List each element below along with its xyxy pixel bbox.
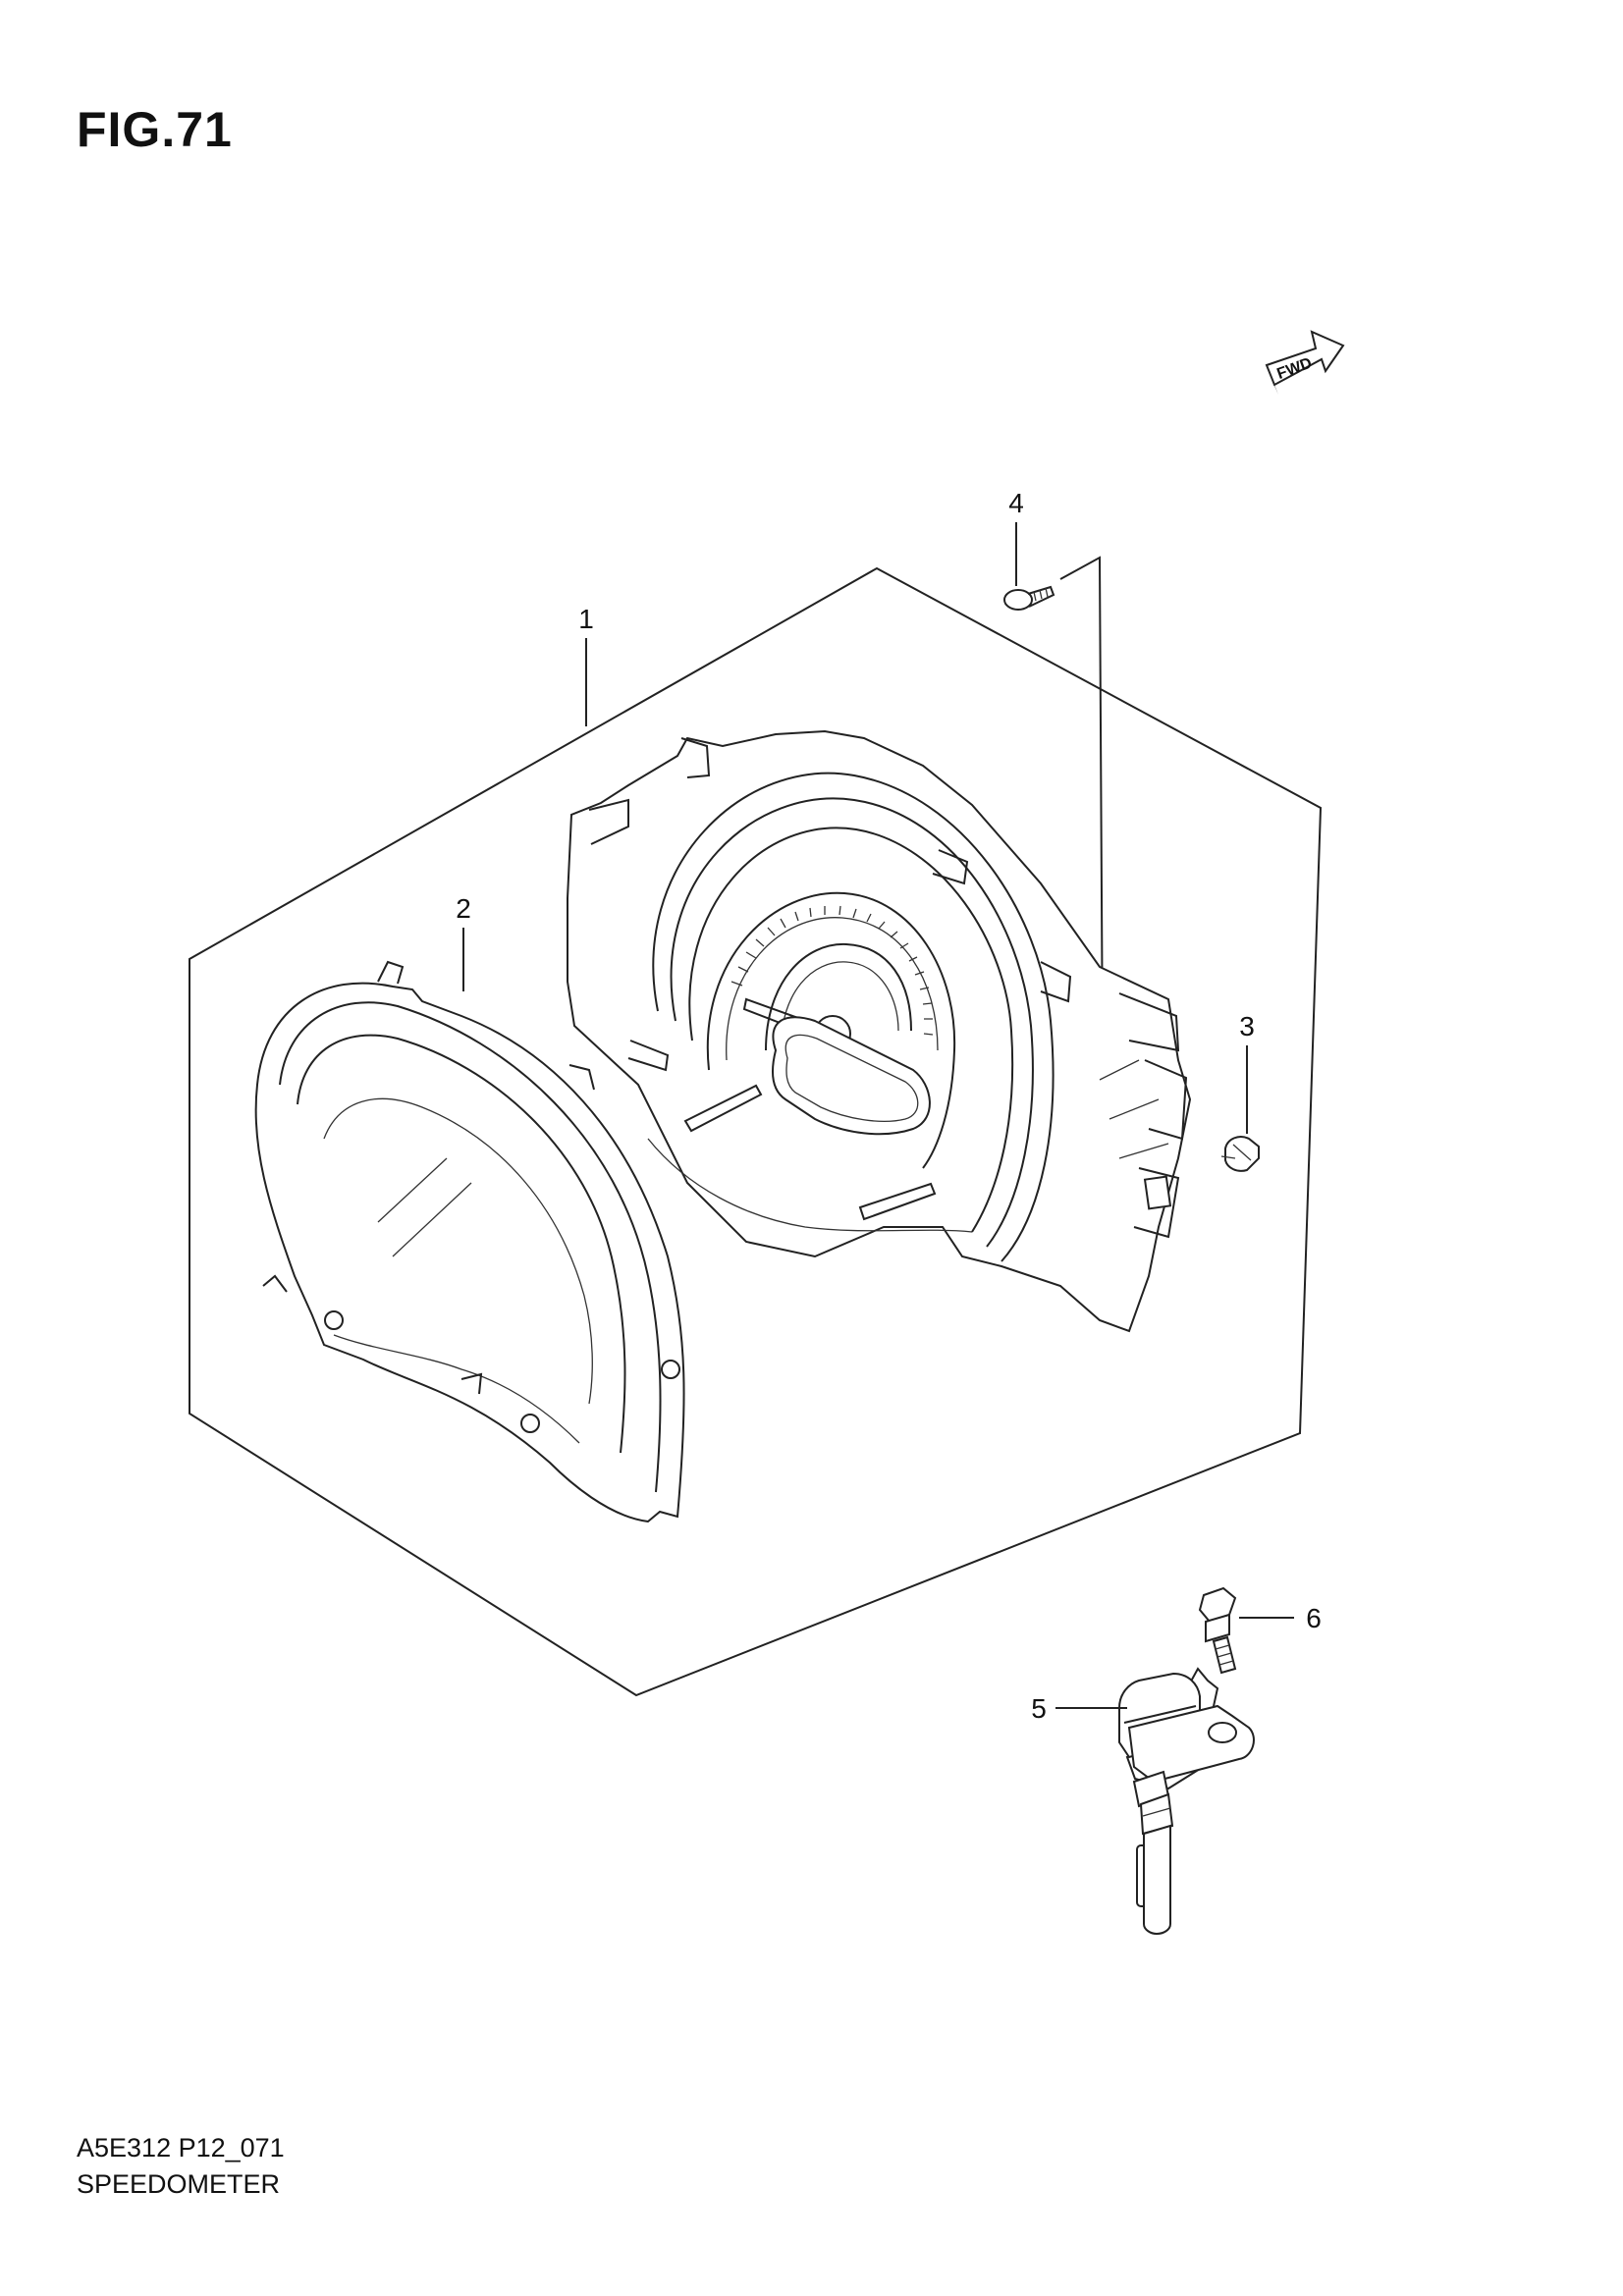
speed-sensor-part [1118,1667,1255,1936]
clip-part [1220,1136,1260,1172]
assembly-outline [189,566,1323,1697]
figure-name: SPEEDOMETER [77,2169,281,2199]
figure-code: A5E312 P12_071 [77,2133,285,2163]
callout-6: 6 [1306,1603,1322,1633]
meter-assembly [567,729,1192,1333]
callout-2: 2 [456,893,471,924]
leader-4 [1015,522,1104,1066]
screw-part [1003,585,1055,611]
figure-title: FIG.71 [77,102,233,157]
callout-3: 3 [1239,1011,1255,1041]
callout-4: 4 [1008,488,1024,518]
callout-5: 5 [1031,1693,1047,1724]
fwd-label: FWD [1274,355,1314,383]
callout-1: 1 [578,604,594,634]
lens-part [254,960,685,1523]
bolt-part [1198,1586,1237,1675]
fwd-arrow-icon: FWD [1265,330,1345,395]
